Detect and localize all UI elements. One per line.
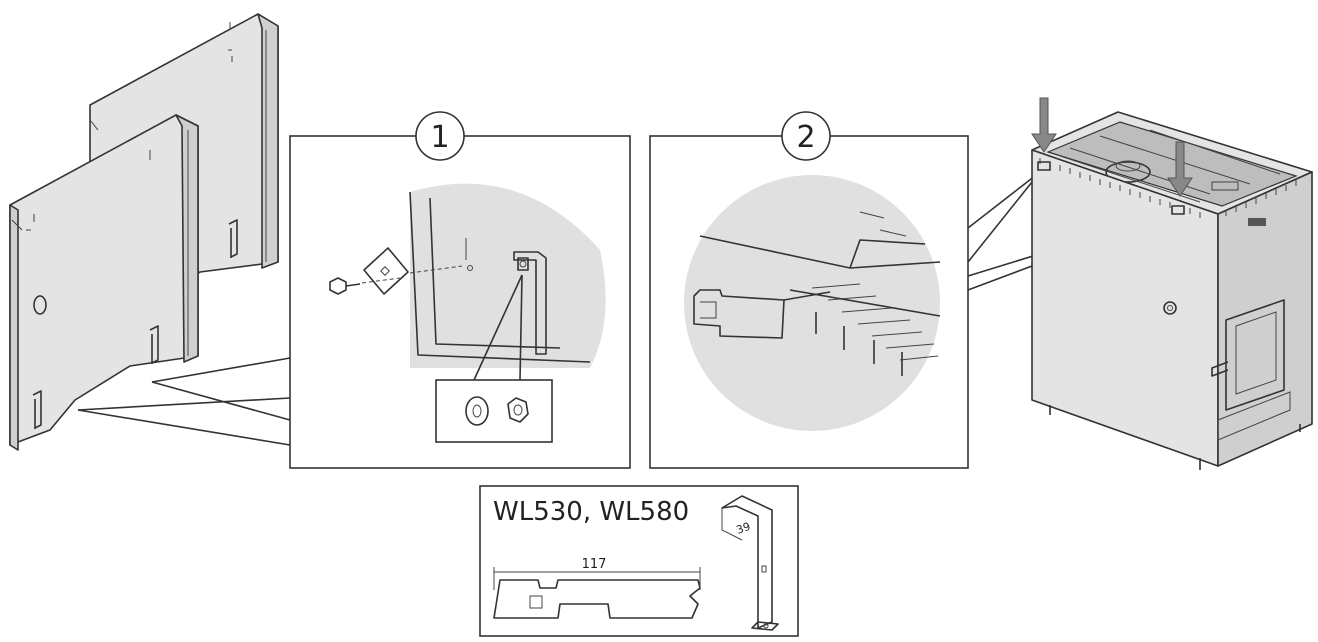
callout-1-circle — [415, 111, 465, 161]
detail-box-1: 1 — [289, 111, 631, 469]
front-panel-edge — [9, 204, 19, 451]
square-plate — [363, 247, 409, 295]
leader-lines-1 — [77, 357, 291, 446]
stove — [1031, 97, 1313, 470]
models-box: WL530, WL580 117 39 — [479, 485, 799, 637]
plate-square-hole — [529, 595, 543, 609]
front-panel-flange — [175, 114, 199, 363]
stove-door — [1225, 299, 1285, 411]
bracket-dimension: 39 — [735, 520, 753, 537]
front-side-panel — [9, 114, 199, 446]
plate-dimension: 117 — [582, 557, 607, 572]
detail-box-2: 2 — [649, 111, 969, 469]
callout-2-number: 2 — [796, 120, 815, 155]
top-bracket-right — [1171, 205, 1185, 215]
control-knob — [1163, 301, 1177, 315]
stove-right-panel — [1217, 171, 1313, 467]
callout-1-number: 1 — [430, 120, 449, 155]
callout-2-circle — [781, 111, 831, 161]
back-panel-bracket — [228, 219, 238, 258]
back-panel-flange — [257, 13, 279, 269]
washer-icon — [465, 396, 489, 426]
magnifier-2 — [684, 175, 940, 431]
hardware-inset — [435, 379, 553, 443]
models-frame — [479, 485, 799, 637]
clip-bracket — [693, 289, 785, 339]
wl-plate — [493, 579, 701, 619]
wl-bracket — [721, 495, 773, 629]
arrow-down-icon — [1031, 97, 1057, 153]
nut-icon — [507, 397, 529, 423]
panel-hole — [33, 295, 47, 315]
front-panel-bracket-lower — [32, 390, 42, 429]
magnifier-1 — [410, 183, 606, 368]
side-panels — [9, 13, 279, 451]
arrow-down-icon — [1167, 141, 1193, 197]
door-handle — [1211, 361, 1229, 377]
front-panel-bracket-upper — [149, 325, 159, 364]
top-bracket-left — [1037, 161, 1051, 171]
screw-icon — [329, 277, 347, 295]
stone-compartment — [1046, 121, 1298, 207]
models-title: WL530, WL580 — [493, 497, 689, 527]
